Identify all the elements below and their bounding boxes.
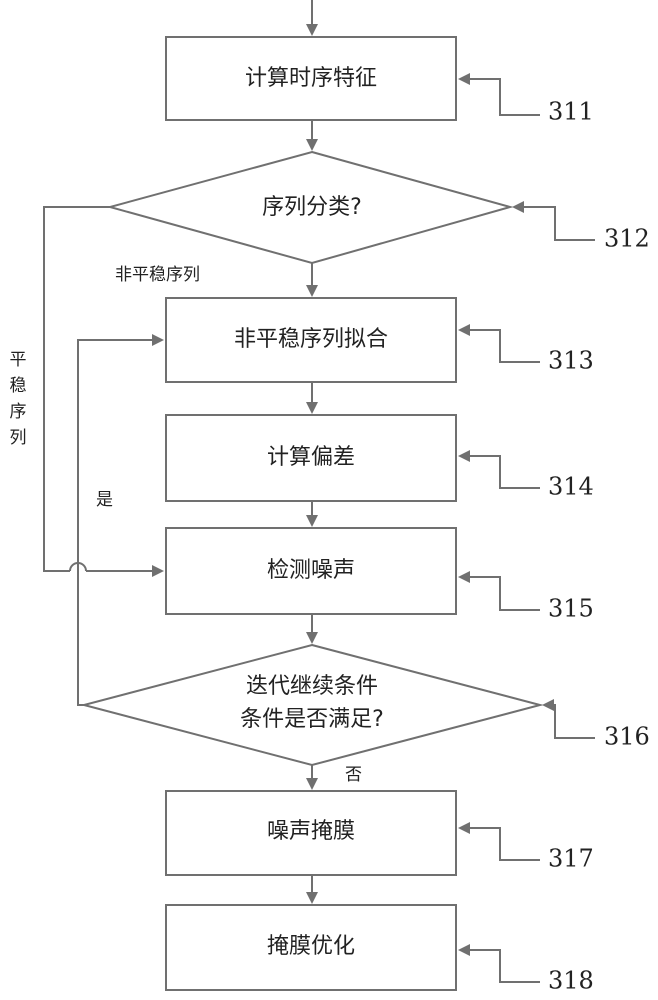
node-318: 掩膜优化 xyxy=(166,905,456,990)
node-317: 噪声掩膜 xyxy=(166,791,456,875)
edge-label-stationary-char-1: 平 xyxy=(10,350,27,370)
ref-315-leader xyxy=(458,571,540,610)
arrow-stationary-branch xyxy=(44,207,164,577)
edge-label-no: 否 xyxy=(345,765,362,785)
node-316-label-line2: 条件是否满足? xyxy=(240,707,384,732)
node-313-label: 非平稳序列拟合 xyxy=(234,327,388,352)
node-311-label: 计算时序特征 xyxy=(245,66,377,91)
ref-311: 311 xyxy=(548,98,594,126)
ref-316-leader xyxy=(542,699,595,738)
node-312-label: 序列分类? xyxy=(262,195,362,220)
edge-label-yes: 是 xyxy=(96,490,113,510)
edge-label-stationary: 平 稳 序 列 xyxy=(10,350,27,448)
arrow-316-317 xyxy=(306,765,318,790)
ref-318-leader xyxy=(458,944,540,982)
ref-313: 313 xyxy=(548,347,594,375)
arrow-312-313 xyxy=(306,263,318,297)
node-316-label-line1: 迭代继续条件 xyxy=(246,674,378,699)
node-315-label: 检测噪声 xyxy=(267,558,355,583)
edge-label-stationary-char-4: 列 xyxy=(10,428,27,448)
node-317-label: 噪声掩膜 xyxy=(267,819,355,844)
edge-label-stationary-char-2: 稳 xyxy=(10,376,27,396)
arrow-311-312 xyxy=(306,120,318,151)
ref-314-leader xyxy=(458,450,540,488)
node-318-label: 掩膜优化 xyxy=(267,934,355,959)
node-316: 迭代继续条件 条件是否满足? xyxy=(84,645,540,765)
node-311: 计算时序特征 xyxy=(166,37,456,120)
node-315: 检测噪声 xyxy=(166,528,456,614)
arrow-313-314 xyxy=(306,382,318,414)
ref-312: 312 xyxy=(604,225,650,253)
ref-317-leader xyxy=(458,822,540,860)
arrow-317-318 xyxy=(306,875,318,904)
arrow-314-315 xyxy=(306,501,318,527)
node-313: 非平稳序列拟合 xyxy=(166,298,456,382)
node-312: 序列分类? xyxy=(110,152,510,263)
arrow-315-316 xyxy=(306,614,318,644)
ref-318: 318 xyxy=(548,967,594,995)
node-314-label: 计算偏差 xyxy=(267,445,355,470)
node-314: 计算偏差 xyxy=(166,415,456,501)
node-316-diamond xyxy=(84,645,540,765)
ref-312-leader xyxy=(512,201,595,240)
ref-316: 316 xyxy=(604,723,650,751)
edge-label-stationary-char-3: 序 xyxy=(10,402,27,422)
ref-314: 314 xyxy=(548,473,594,501)
edge-label-nonstationary: 非平稳序列 xyxy=(115,265,200,285)
arrow-yes-loop xyxy=(78,334,164,705)
ref-317: 317 xyxy=(548,845,594,873)
ref-313-leader xyxy=(458,324,540,362)
ref-315: 315 xyxy=(548,595,594,623)
ref-311-leader xyxy=(458,73,540,115)
entry-arrow xyxy=(306,0,318,36)
